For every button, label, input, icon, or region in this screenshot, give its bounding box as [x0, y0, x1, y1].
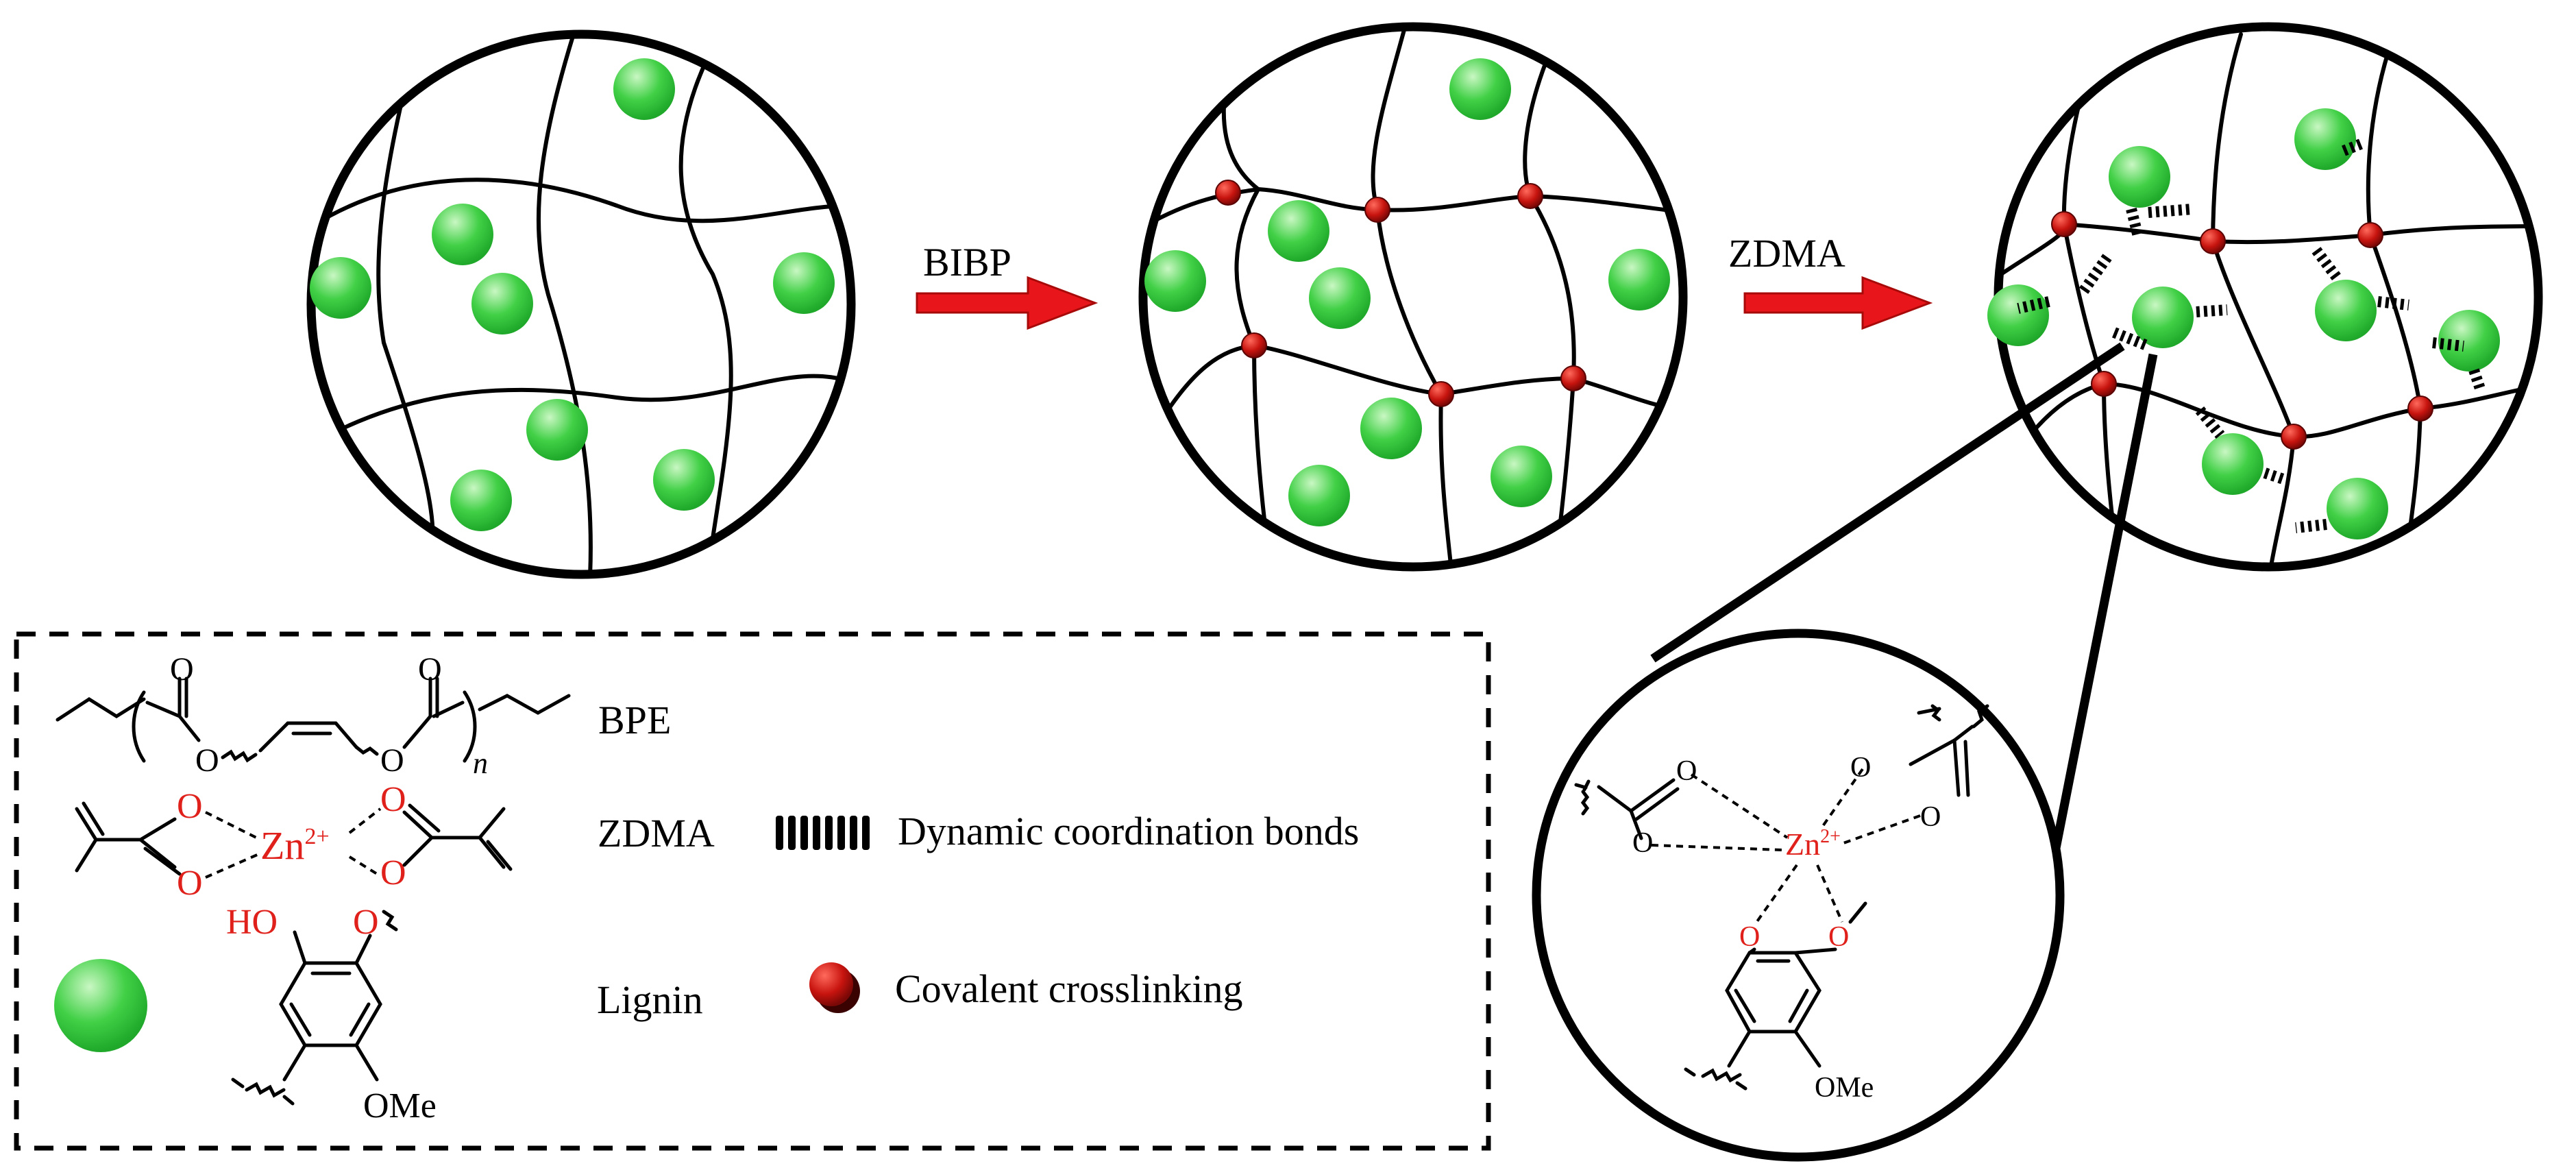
lignin-particle-icon	[54, 959, 147, 1052]
bpe-structure: O O O O n	[56, 651, 571, 780]
network-panel-dual	[1987, 22, 2543, 572]
bpe-o-ester-left: O	[195, 742, 219, 779]
legend-border	[14, 631, 1491, 1151]
zdma-o-3: O	[380, 780, 406, 819]
lignin-o: O	[353, 903, 379, 942]
lignin-ome: OMe	[363, 1086, 437, 1126]
legend-panel: O O O O n BPE	[14, 631, 1491, 1151]
network-panel-raw	[306, 29, 856, 579]
zoom-zinc-label: Zn2+	[1785, 826, 1841, 862]
legend-crosslink-label: Covalent crosslinking	[895, 966, 1242, 1011]
coordination-bonds-dual	[2017, 138, 2486, 533]
legend-zdma-label: ZDMA	[598, 811, 715, 855]
zdma-structure: O O Zn2+ O O	[75, 780, 513, 903]
crosslink-points-b	[1215, 180, 1586, 407]
lignin-particles-crosslinked	[1144, 58, 1670, 526]
zdma-o-4: O	[380, 853, 406, 892]
arrow-step-bibp: BIBP	[916, 240, 1099, 330]
zoom-connector	[1650, 342, 2158, 877]
arrow-step-zdma: ZDMA	[1728, 231, 1933, 330]
panel-crosslinked-border	[1138, 22, 1688, 572]
zdma-o-1: O	[177, 787, 203, 826]
crosslink-point-icon	[809, 962, 853, 1006]
coordination-bond-icon	[776, 816, 870, 850]
zoom-o-bottom-right: O	[1920, 801, 1941, 833]
lignin-ho: HO	[226, 903, 278, 942]
arrow-bibp-label: BIBP	[923, 240, 1011, 284]
legend-bpe-label: BPE	[598, 698, 671, 742]
arrow-right-icon	[916, 276, 1099, 330]
bpe-repeat-n: n	[473, 746, 488, 780]
zoom-ome: OMe	[1815, 1072, 1874, 1104]
bpe-o-ester-right: O	[380, 742, 404, 779]
zoom-zinc-complex: O O O O Zn2+ O O	[1574, 704, 1989, 1104]
polymer-chains-dual	[1999, 32, 2538, 567]
lignin-structure: HO O OMe	[226, 903, 437, 1126]
zoom-o-catechol-left: O	[1739, 921, 1760, 953]
lignin-particles-dual	[1987, 108, 2500, 539]
bpe-o-carbonyl-left: O	[170, 651, 194, 688]
legend-coordination-label: Dynamic coordination bonds	[898, 809, 1359, 853]
legend-lignin-label: Lignin	[597, 977, 703, 1022]
arrow-right-icon	[1743, 276, 1933, 330]
zoom-o-top-right: O	[1850, 752, 1871, 783]
zoom-o-top-left: O	[1676, 755, 1697, 787]
bpe-o-carbonyl-right: O	[418, 651, 442, 688]
polymer-chains-raw	[311, 34, 851, 574]
zoom-panel-coordination: O O O O Zn2+ O O	[1532, 629, 2065, 1162]
zoom-o-catechol-right: O	[1828, 921, 1849, 953]
panel-raw-border	[306, 29, 856, 579]
zoom-o-bottom-left: O	[1632, 827, 1653, 859]
lignin-particles-raw	[310, 58, 835, 531]
zdma-o-2: O	[177, 864, 203, 903]
zdma-zinc-label: Zn2+	[260, 823, 330, 868]
network-panel-crosslinked	[1138, 22, 1688, 572]
crosslink-points-c	[2051, 211, 2433, 450]
zoom-panel-border	[1532, 629, 2065, 1162]
arrow-zdma-label: ZDMA	[1728, 231, 1845, 276]
